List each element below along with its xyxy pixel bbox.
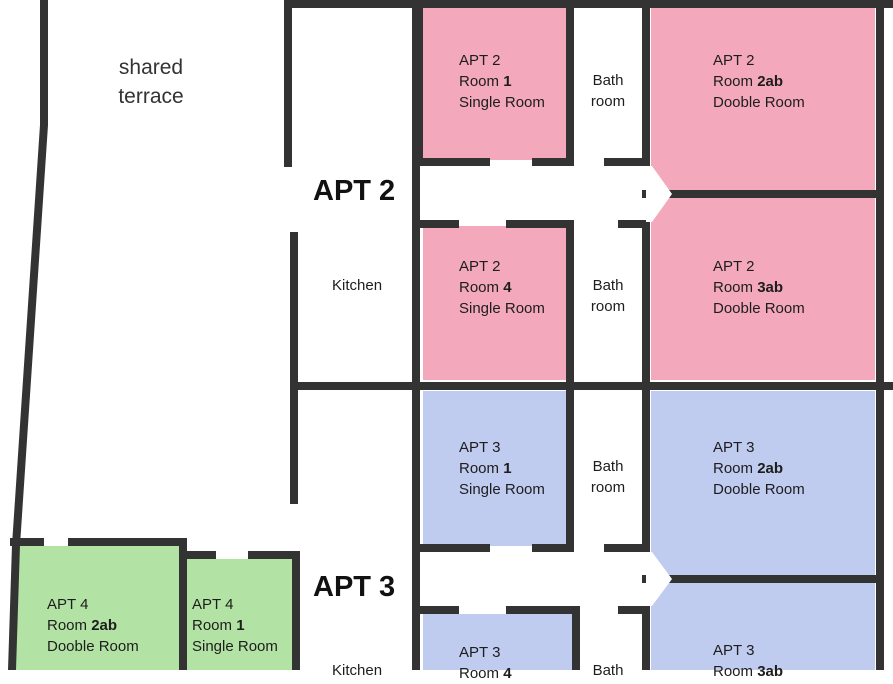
apt3-label: APT 3 xyxy=(313,571,396,603)
bath-apt3-1: Bath room xyxy=(590,458,626,496)
room-number: 1 xyxy=(503,73,512,90)
room-apt4-room1: APT 4 Room 1 Single Room xyxy=(186,559,292,670)
room-prefix: Room xyxy=(459,460,504,477)
room-number: 1 xyxy=(503,460,512,477)
room-apt: APT 2 xyxy=(459,52,501,69)
room-prefix: Room xyxy=(713,460,758,477)
room-prefix: Room xyxy=(47,617,92,634)
room-type: Dooble Room xyxy=(713,300,805,317)
kitchen-apt3-label: Kitchen xyxy=(332,662,383,679)
room-apt4-room2ab: APT 4 Room 2ab Dooble Room xyxy=(14,546,180,670)
room-prefix: Room xyxy=(459,279,504,296)
bath-apt3-2: Bath xyxy=(592,662,624,679)
room-number: 2ab xyxy=(757,460,784,477)
room-number: 2ab xyxy=(91,617,118,634)
room-type: Single Room xyxy=(459,94,545,111)
room-type: Single Room xyxy=(192,638,278,655)
room-apt2-room3ab: APT 2 Room 3ab Dooble Room xyxy=(651,198,875,380)
room-prefix: Room xyxy=(713,279,758,296)
room-type: Single Room xyxy=(459,481,545,498)
room-apt: APT 4 xyxy=(47,596,89,613)
room-apt3-room1: APT 3 Room 1 Single Room xyxy=(423,391,567,546)
room-type: Dooble Room xyxy=(713,94,805,111)
apt2-label: APT 2 xyxy=(313,175,396,207)
room-type: Dooble Room xyxy=(47,638,139,655)
kitchen-apt2-label: Kitchen xyxy=(332,277,383,294)
room-apt: APT 3 xyxy=(459,644,501,661)
room-number: 3ab xyxy=(757,279,784,296)
room-type: Single Room xyxy=(459,300,545,317)
room-apt: APT 3 xyxy=(459,439,501,456)
room-apt: APT 2 xyxy=(459,258,501,275)
room-apt2-room4: APT 2 Room 4 Single Room xyxy=(423,226,567,380)
room-apt: APT 2 xyxy=(713,52,755,69)
bath-apt2-1: Bath room xyxy=(590,72,626,110)
room-apt: APT 3 xyxy=(713,642,755,659)
room-apt2-room2ab: APT 2 Room 2ab Dooble Room xyxy=(651,8,875,192)
room-apt: APT 2 xyxy=(713,258,755,275)
room-prefix: Room xyxy=(713,73,758,90)
room-prefix: Room xyxy=(459,73,504,90)
room-number: 2ab xyxy=(757,73,784,90)
bath-apt2-2: Bath room xyxy=(590,277,626,315)
room-type: Dooble Room xyxy=(713,481,805,498)
room-number: 1 xyxy=(236,617,245,634)
room-apt: APT 4 xyxy=(192,596,234,613)
room-apt: APT 3 xyxy=(713,439,755,456)
room-number: 4 xyxy=(503,279,512,296)
walls xyxy=(7,0,893,670)
room-prefix: Room xyxy=(192,617,237,634)
floor-plan: APT 2 Room 1 Single Room APT 2 Room 2ab … xyxy=(7,0,893,682)
room-apt3-room2ab: APT 3 Room 2ab Dooble Room xyxy=(651,391,875,577)
room-apt2-room1: APT 2 Room 1 Single Room xyxy=(423,8,567,160)
terrace-label: shared terrace xyxy=(118,56,184,108)
